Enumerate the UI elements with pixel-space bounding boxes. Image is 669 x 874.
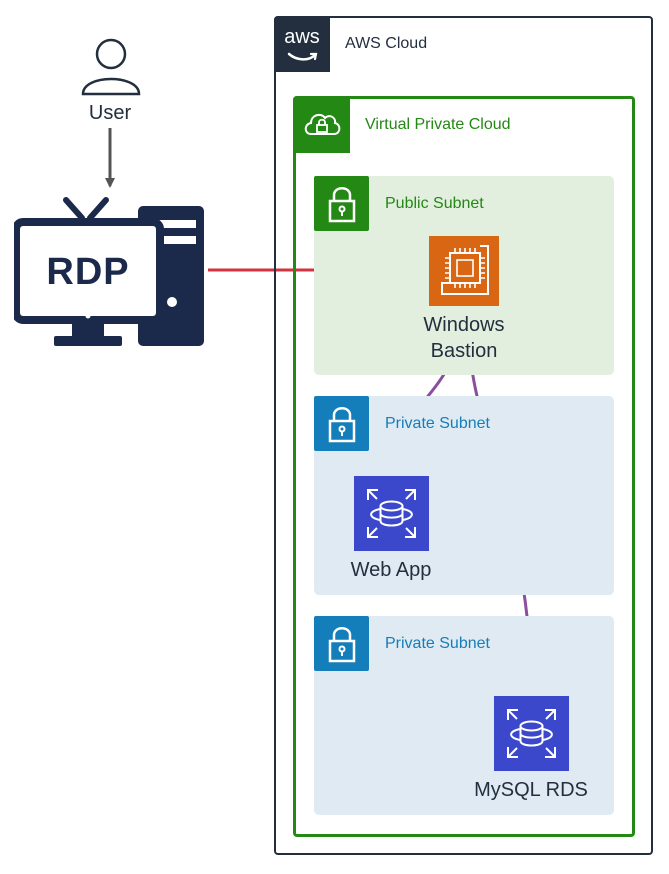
aws-logo-icon: aws [274,16,330,72]
aws-logo-text: aws [284,26,320,48]
private-subnet-1-lock-icon [314,396,369,451]
database-icon [354,476,429,551]
vpc-label: Virtual Private Cloud [365,116,511,133]
rds-database-icon [494,696,569,771]
aws-cloud-label: AWS Cloud [345,35,428,52]
vpc-group [293,96,635,837]
mysql-rds-label: MySQL RDS [474,779,588,801]
private-subnet-2-label: Private Subnet [385,635,490,652]
public-subnet-lock-icon [314,176,369,231]
aws-cloud-group [274,16,653,855]
user-icon [81,38,141,96]
private-subnet-2-lock-icon [314,616,369,671]
web-app-label: Web App [350,559,432,581]
private-subnet-1-label: Private Subnet [385,415,490,432]
bastion-label-line1: Windows [423,314,505,336]
public-subnet-label: Public Subnet [385,195,484,212]
rdp-screen-text: RDP [46,251,130,293]
ec2-instance-icon [429,236,499,306]
user-label: User [88,102,132,124]
bastion-label-line2: Bastion [430,340,498,362]
rdp-computer-icon [14,197,204,346]
aws-smile-icon [287,52,318,61]
vpc-cloud-lock-icon [293,96,350,153]
